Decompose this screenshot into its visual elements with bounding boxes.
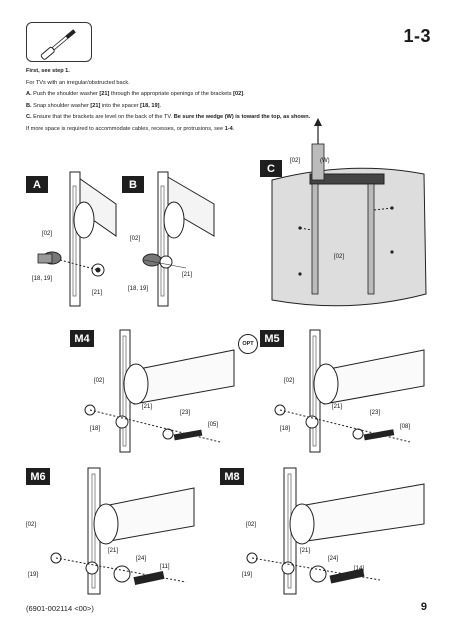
label-bracket: [02] <box>26 522 37 528</box>
first-note: First, see step 1. <box>26 68 70 74</box>
label-spacer: [18] <box>90 426 101 432</box>
label-screw: [11] <box>160 564 170 570</box>
label-screw: [14] <box>354 566 365 572</box>
panel-m4-illustration <box>84 329 235 453</box>
document-code: (6901-002114 <00>) <box>26 604 94 613</box>
panel-b-tag: B <box>122 176 144 193</box>
label-bracket-side: [02] <box>334 254 345 260</box>
panel-c-tag: C <box>260 160 282 177</box>
panel-m5-tag: M5 <box>260 330 284 347</box>
label-washer: [21] <box>142 404 153 410</box>
label-washer: [21] <box>108 548 119 554</box>
page-number: 9 <box>420 601 427 613</box>
label-spacer: [19] <box>28 572 39 578</box>
panel-a: A [02] [18, 19] [21] <box>26 171 122 307</box>
label-spacer: [18, 19] <box>128 286 149 292</box>
label-bracket: [02] <box>42 231 53 237</box>
label-washer2: [24] <box>328 556 339 562</box>
panel-m6-tag: M6 <box>26 468 50 485</box>
section-number: 1-3 <box>403 26 431 46</box>
panel-m5-illustration <box>274 329 425 453</box>
tool-box <box>26 22 92 62</box>
label-spacer: [18, 19] <box>32 276 53 282</box>
panel-m8: M8 [02] [21] [24] [19] [14] <box>220 467 425 595</box>
label-spacer: [19] <box>242 572 253 578</box>
panel-a-tag: A <box>26 176 48 193</box>
step-b: B. Snap shoulder washer [21] into the sp… <box>26 102 162 109</box>
panel-m6-illustration <box>50 467 195 595</box>
label-washer: [21] <box>92 290 103 296</box>
label-washer2: [24] <box>136 556 147 562</box>
label-bracket: [02] <box>94 378 105 384</box>
label-washer: [21] <box>332 404 343 410</box>
panel-m8-tag: M8 <box>220 468 244 485</box>
step-c: C. Ensure that the brackets are level on… <box>26 114 311 121</box>
more-space-note: If more space is required to accommodate… <box>26 125 235 132</box>
label-washer2: [23] <box>370 410 381 416</box>
panel-a-illustration <box>37 171 117 307</box>
label-washer: [21] <box>182 272 193 278</box>
panel-c-illustration <box>271 118 427 307</box>
panel-m8-illustration <box>246 467 425 595</box>
optional-badge: OPT <box>238 334 258 354</box>
panel-c: C [02] (W) [02] <box>260 118 430 314</box>
instructions: First, see step 1. For TVs with an irreg… <box>26 68 426 137</box>
irregular-note: For TVs with an irregular/obstructed bac… <box>26 79 130 86</box>
label-bracket: [02] <box>284 378 295 384</box>
label-screw: [05] <box>208 422 219 428</box>
panel-b-illustration <box>142 171 215 307</box>
label-washer2: [23] <box>180 410 191 416</box>
panel-b: B [02] [18, 19] [21] <box>122 171 218 307</box>
label-bracket: [02] <box>246 522 257 528</box>
label-spacer: [18] <box>280 426 291 432</box>
panel-m4-tag: M4 <box>70 330 94 347</box>
panel-m4: M4 [02] [21] [23] [18] [05] <box>70 329 235 453</box>
label-bracket: [02] <box>130 236 141 242</box>
label-bracket-top: [02] <box>290 158 301 164</box>
label-screw: [08] <box>400 424 411 430</box>
panel-m5: M5 [02] [21] [23] [18] [08] <box>260 329 425 453</box>
label-wedge: (W) <box>320 158 330 164</box>
screwdriver-wrench-icon <box>40 29 76 60</box>
label-washer: [21] <box>300 548 311 554</box>
step-a: A. Push the shoulder washer [21] through… <box>26 91 245 98</box>
panel-m6: M6 [02] [21] [24] [19] [11] <box>26 467 196 595</box>
